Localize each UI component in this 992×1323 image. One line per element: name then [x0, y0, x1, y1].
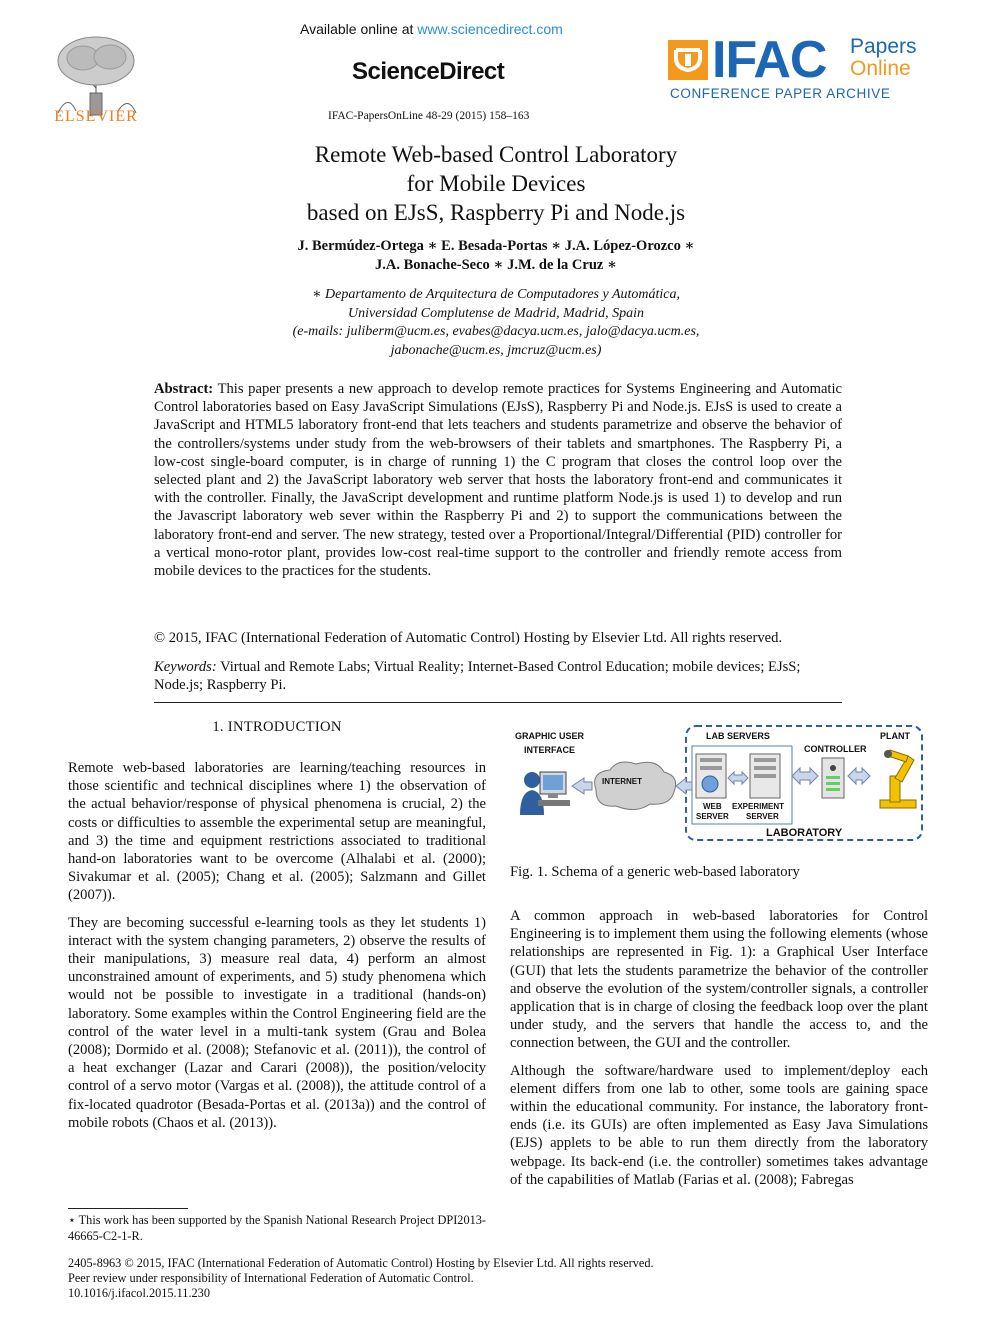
- abstract-label: Abstract:: [154, 381, 214, 397]
- body-paragraph: They are becoming successful e-learning …: [68, 914, 486, 1131]
- elsevier-tree-logo: [38, 33, 154, 117]
- authors-line: J. Bermúdez-Ortega ∗ E. Besada-Portas ∗ …: [297, 238, 695, 254]
- experiment-label: EXPERIMENT: [732, 802, 784, 811]
- title-line: for Mobile Devices: [406, 171, 586, 196]
- gui-internet-arrow-icon: [571, 777, 593, 795]
- ifac-papersonline-logo: IFAC Papers Online: [668, 31, 933, 104]
- affiliation-line: jabonache@ucm.es, jmcruz@ucm.es): [390, 342, 602, 358]
- title-line: Remote Web-based Control Laboratory: [314, 142, 678, 167]
- abstract-divider: [154, 702, 842, 703]
- user-computer-icon: [520, 771, 570, 815]
- controller-icon: [821, 757, 845, 799]
- sciencedirect-logo: ScienceDirect: [352, 58, 505, 85]
- journal-reference: IFAC-PapersOnLine 48-29 (2015) 158–163: [328, 110, 530, 122]
- ifac-word: IFAC: [712, 31, 827, 89]
- figure-caption: Fig. 1. Schema of a generic web-based la…: [510, 864, 800, 880]
- server-controller-arrow-icon: [791, 766, 819, 786]
- section-title: 1. INTRODUCTION: [212, 719, 342, 735]
- plant-label: PLANT: [880, 731, 910, 741]
- sciencedirect-link[interactable]: www.sciencedirect.com: [417, 21, 563, 37]
- controller-label: CONTROLLER: [804, 744, 867, 754]
- server-link-arrow-icon: [727, 770, 749, 786]
- publication-info: 2405-8963 © 2015, IFAC (International Fe…: [68, 1256, 928, 1300]
- experiment-server-label: SERVER: [746, 812, 779, 821]
- gui-label-2: INTERFACE: [524, 745, 575, 755]
- body-paragraph: A common approach in web-based laborator…: [510, 908, 928, 1052]
- footnote-divider: [68, 1208, 188, 1209]
- online-word: Online: [850, 57, 911, 80]
- lab-servers-label: LAB SERVERS: [706, 731, 770, 741]
- keywords-text: Virtual and Remote Labs; Virtual Reality…: [154, 659, 801, 694]
- abstract: Abstract: This paper presents a new appr…: [154, 380, 842, 580]
- title-line: based on EJsS, Raspberry Pi and Node.js: [306, 200, 686, 225]
- conference-paper-archive: CONFERENCE PAPER ARCHIVE: [670, 86, 891, 101]
- affiliation-line: Universidad Complutense de Madrid, Madri…: [348, 305, 644, 321]
- web-server-label: SERVER: [696, 812, 729, 821]
- ifac-emblem-icon: [668, 40, 708, 80]
- web-server-icon: [695, 753, 727, 799]
- experiment-server-icon: [749, 753, 781, 799]
- laboratory-label: LABORATORY: [766, 827, 843, 839]
- paper-title: Remote Web-based Control Laboratory for …: [0, 140, 992, 227]
- doi-line[interactable]: 10.1016/j.ifacol.2015.11.230: [68, 1285, 210, 1300]
- body-paragraph: Remote web-based laboratories are learni…: [68, 760, 486, 904]
- left-column: Remote web-based laboratories are learni…: [68, 759, 486, 1141]
- internet-server-arrow-icon: [675, 776, 693, 796]
- keywords-label: Keywords:: [154, 659, 217, 675]
- internet-cloud-icon: [594, 761, 677, 810]
- elsevier-wordmark: ELSEVIER: [54, 108, 138, 125]
- papers-word: Papers: [850, 35, 917, 58]
- gui-label-1: GRAPHIC USER: [515, 731, 585, 741]
- controller-plant-arrow-icon: [847, 766, 871, 786]
- figure-1-schema: GRAPHIC USER INTERFACE LAB SERVERS CONTR…: [515, 725, 923, 841]
- body-paragraph: Although the software/hardware used to i…: [510, 1062, 928, 1188]
- copyright-notice: © 2015, IFAC (International Federation o…: [154, 630, 783, 646]
- peer-review-line: Peer review under responsibility of Inte…: [68, 1270, 474, 1285]
- affiliation-block: ∗ Departamento de Arquitectura de Comput…: [0, 286, 992, 360]
- affiliation-line: ∗ Departamento de Arquitectura de Comput…: [311, 287, 681, 302]
- internet-label: INTERNET: [602, 777, 642, 786]
- issn-line: 2405-8963 © 2015, IFAC (International Fe…: [68, 1256, 654, 1270]
- web-label: WEB: [703, 802, 722, 811]
- robot-arm-icon: [879, 749, 917, 809]
- abstract-text: This paper presents a new approach to de…: [154, 381, 843, 580]
- author-list: J. Bermúdez-Ortega ∗ E. Besada-Portas ∗ …: [0, 237, 992, 275]
- right-column: A common approach in web-based laborator…: [510, 907, 928, 1198]
- available-online-line: Available online at www.sciencedirect.co…: [300, 21, 563, 37]
- keywords: Keywords: Virtual and Remote Labs; Virtu…: [154, 658, 842, 694]
- funding-footnote: ⋆ This work has been supported by the Sp…: [68, 1213, 486, 1243]
- affiliation-line: (e-mails: juliberm@ucm.es, evabes@dacya.…: [292, 324, 700, 339]
- available-prefix: Available online at: [300, 21, 418, 37]
- authors-line: J.A. Bonache-Seco ∗ J.M. de la Cruz ∗: [375, 257, 617, 273]
